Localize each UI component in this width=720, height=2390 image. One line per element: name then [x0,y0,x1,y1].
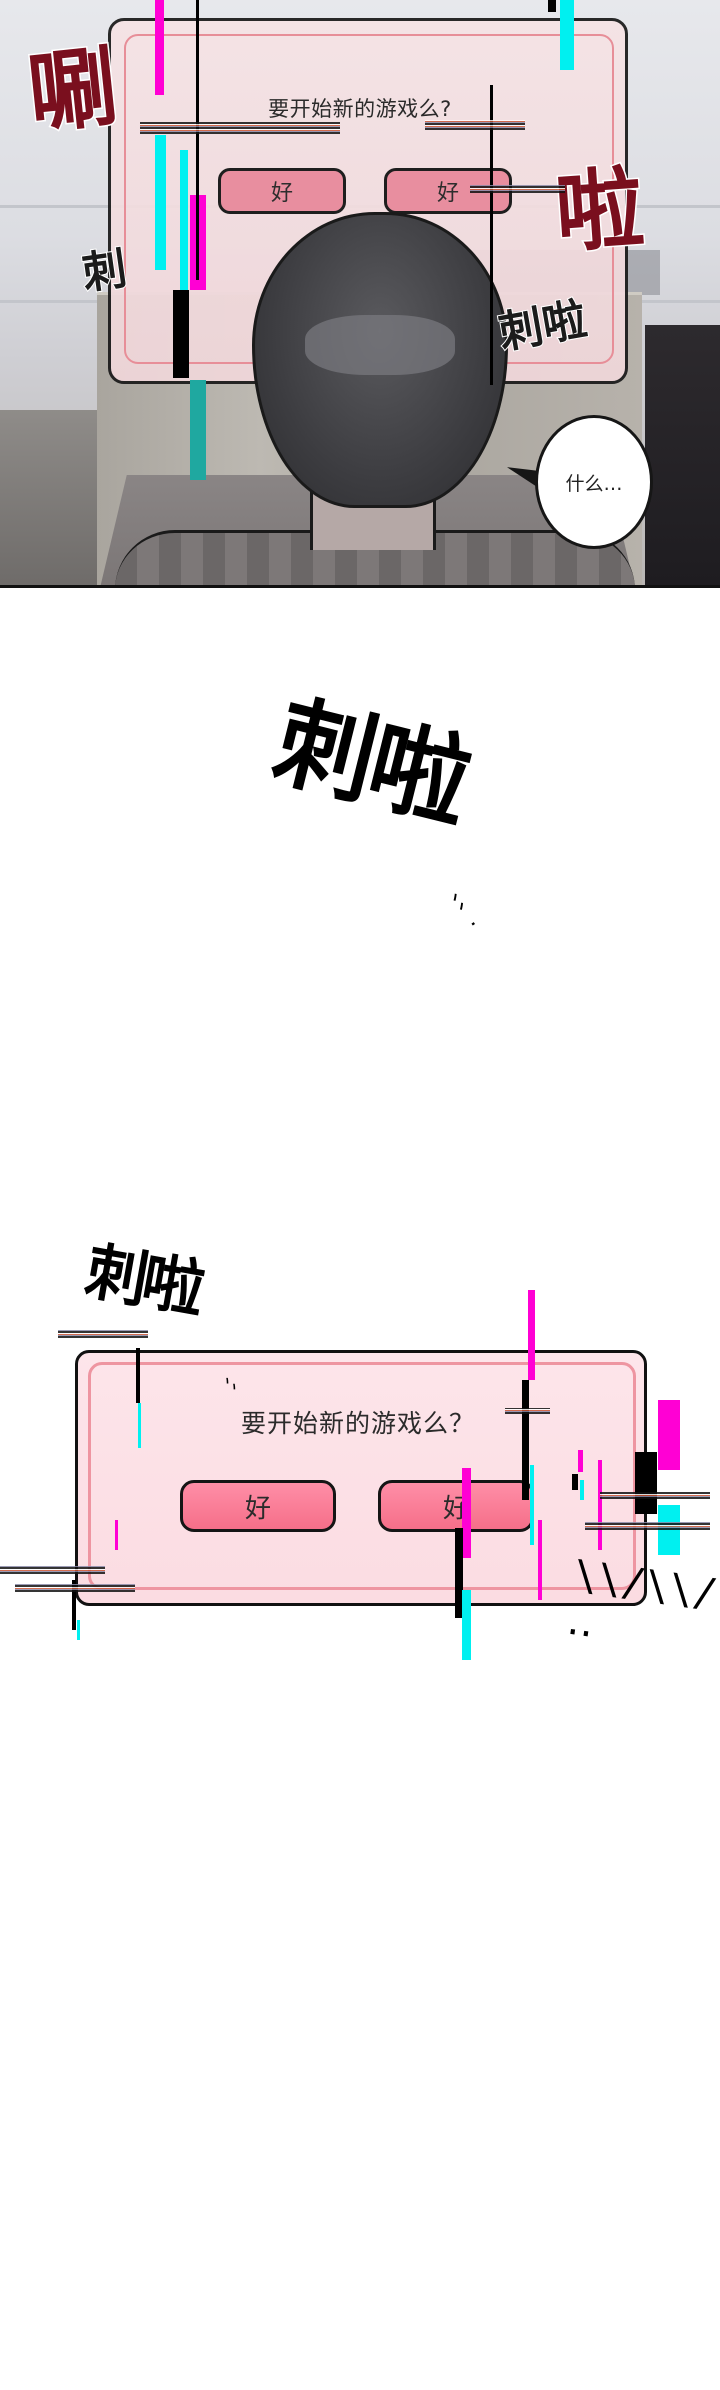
glitch-streak [425,120,525,130]
glitch-bar [190,380,206,480]
glitch-bar [580,1480,584,1500]
dialog-question-2: 要开始新的游戏么？ [240,1409,475,1438]
glitch-bar [462,1468,471,1558]
glitch-streak [58,1330,148,1338]
glitch-bar [578,1450,583,1472]
glitch-bar [635,1452,657,1514]
glitch-bar [180,150,188,360]
glitch-line [538,1520,542,1600]
confirm-button-right-2[interactable]: 好 [378,1480,534,1532]
glitch-line [77,1620,80,1640]
glitch-streak [600,1492,710,1499]
glitch-line [138,1403,141,1448]
sfx-scratch: \\/\\/ ‥ [564,1552,720,1647]
glitch-line [115,1520,118,1550]
glitch-bar [155,0,164,95]
glitch-line [196,0,199,280]
glitch-bar [462,1590,471,1660]
glitch-line [598,1460,602,1550]
glitch-line [72,1580,76,1630]
sfx-cila-glitch: 刺啦 [79,1233,206,1327]
hair-highlight [305,315,455,375]
dialog-inner-border [88,1362,636,1590]
glitch-streak [470,185,565,193]
glitch-bar [522,1380,529,1500]
glitch-line [136,1348,140,1403]
glitch-bar [658,1400,680,1470]
panel-border [0,585,720,588]
glitch-bar [528,1290,535,1380]
sfx-shua: 唰 [22,32,123,148]
glitch-bar [455,1528,463,1618]
office-desk [0,410,100,588]
confirm-button-left-2[interactable]: 好 [180,1480,336,1532]
glitch-bar [548,0,556,12]
sfx-ci: 刺 [78,242,131,301]
glitch-streak [140,122,340,134]
glitch-streak [505,1408,550,1414]
glitch-bar [572,1474,578,1490]
sfx-la: 啦 [550,154,648,267]
glitch-streak [15,1584,135,1592]
glitch-line [530,1465,534,1545]
glitch-line [490,85,493,385]
new-game-dialog-2 [75,1350,647,1606]
glitch-streak [0,1566,105,1574]
confirm-button-left[interactable]: 好 [218,168,346,214]
glitch-bar [155,135,166,270]
glitch-bar [560,0,574,70]
speech-text: 什么… [565,472,623,495]
glitch-bar [658,1505,680,1555]
sfx-cila-large: 刺啦 [263,681,479,843]
dialog-question: 要开始新的游戏么? [268,97,452,121]
comic-panel-1: 要开始新的游戏么? 好 好 唰 啦 刺 刺啦 什么… [0,0,720,588]
speech-bubble: 什么… [535,415,653,549]
glitch-bar [173,290,189,378]
office-cabinet [645,325,720,588]
glitch-streak [585,1522,710,1530]
sfx-trailing-dots: 、、. [446,883,490,931]
